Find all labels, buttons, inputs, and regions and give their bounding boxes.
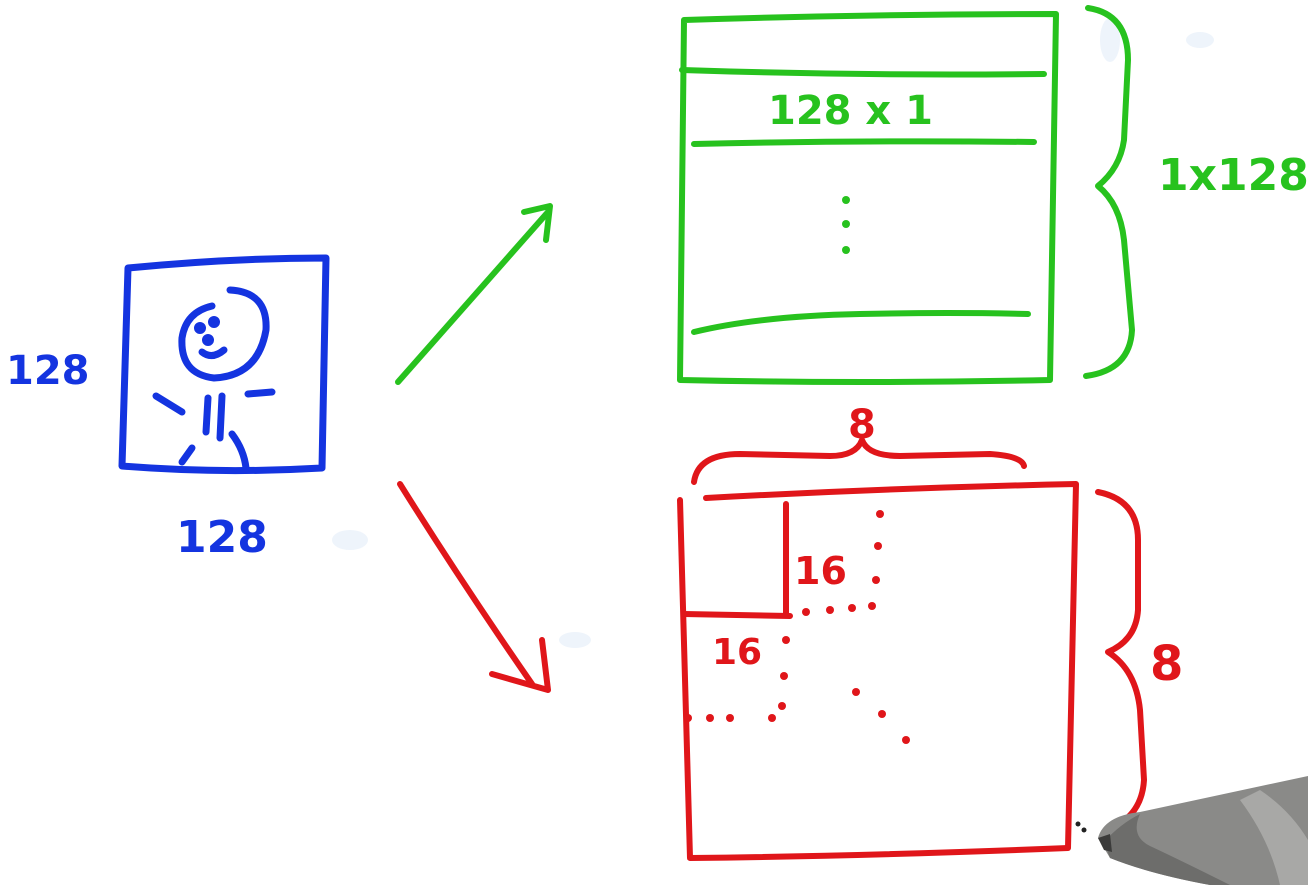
rows-brace	[1083, 5, 1135, 379]
tiles-layout	[677, 437, 1147, 861]
image-height-label: 128	[6, 348, 90, 394]
input-image	[118, 254, 330, 475]
row-divider	[691, 138, 1037, 147]
rows-layout	[677, 5, 1135, 385]
row-divider	[691, 310, 1031, 335]
row-count-label: 1x128	[1158, 150, 1308, 201]
marker-pen-icon	[1075, 776, 1308, 885]
tiles-dotted-guides-icon	[684, 510, 910, 744]
arrow-to-tiles-icon	[397, 481, 551, 693]
rows-ellipsis-icon	[842, 196, 850, 254]
image-frame	[118, 254, 330, 475]
tile-height-label: 16	[794, 549, 847, 593]
rows-frame	[677, 11, 1059, 385]
arrow-to-rows-icon	[395, 203, 553, 385]
tiles-frame	[677, 481, 1079, 861]
tile-width-label: 16	[712, 632, 762, 673]
tiles-down-label: 8	[1150, 636, 1183, 692]
image-width-label: 128	[176, 512, 268, 563]
top-brace	[691, 437, 1027, 485]
row-divider	[679, 67, 1047, 78]
stick-figure-icon	[152, 286, 276, 472]
tiles-across-label: 8	[848, 402, 876, 448]
board-smudges	[332, 18, 1214, 648]
tile-edge	[681, 611, 793, 619]
row-size-label: 128 x 1	[768, 88, 933, 134]
side-brace	[1095, 489, 1147, 831]
